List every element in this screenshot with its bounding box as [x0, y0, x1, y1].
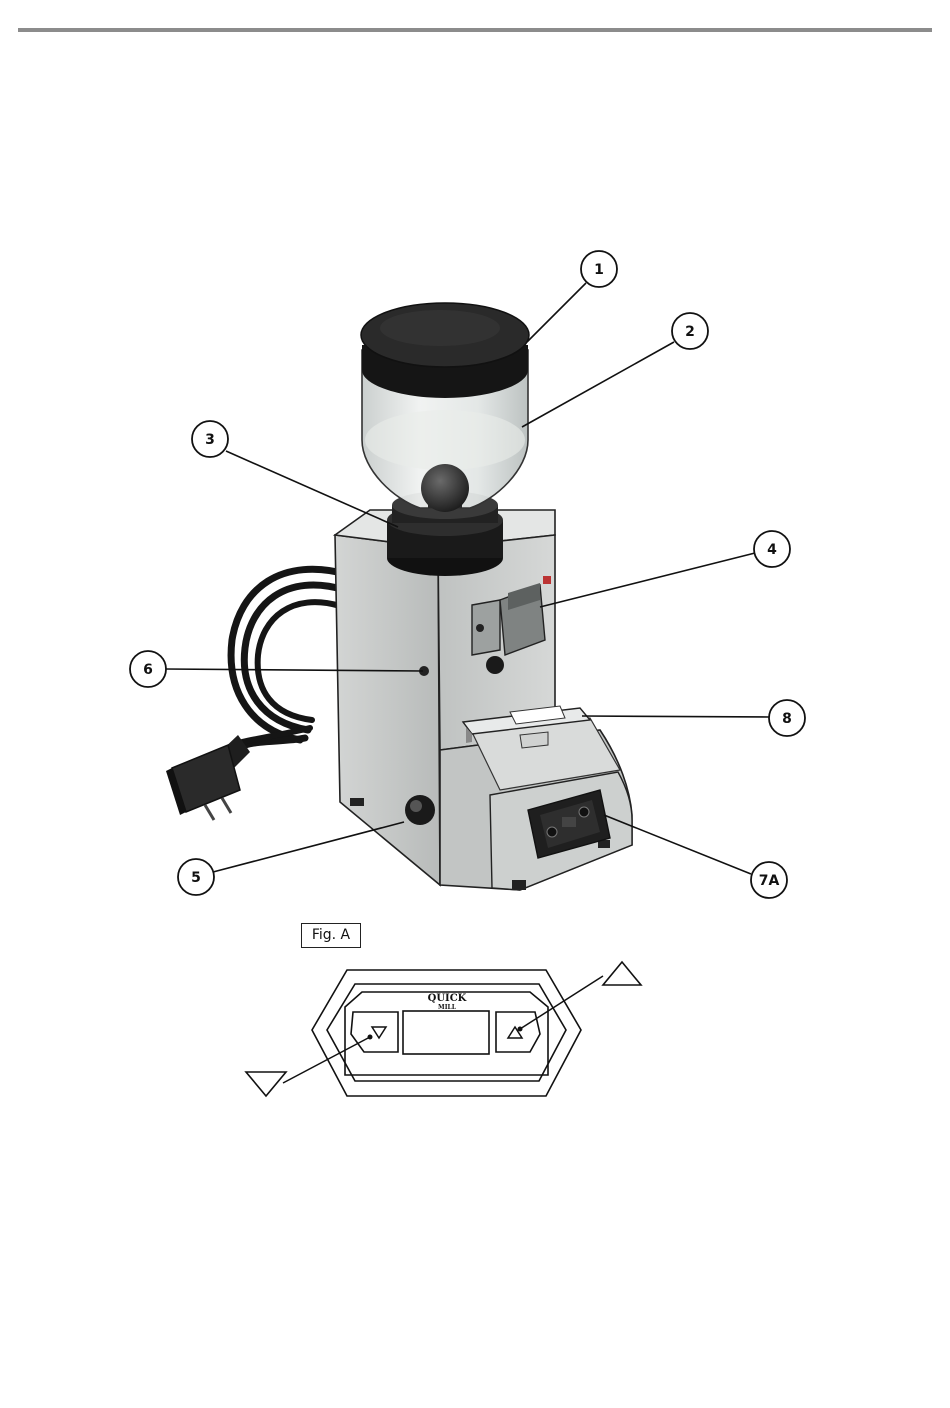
svg-text:5: 5	[191, 870, 201, 886]
callout-8: 8	[769, 700, 805, 736]
callout-1: 1	[581, 251, 617, 287]
callout-3: 3	[192, 421, 228, 457]
down-pointer-dot	[368, 1035, 373, 1040]
svg-text:8: 8	[782, 711, 792, 727]
svg-text:6: 6	[143, 662, 153, 678]
plug-icon	[166, 735, 250, 820]
svg-text:7A: 7A	[759, 873, 780, 889]
dose-button-icon	[486, 656, 504, 674]
callout-6: 6	[130, 651, 166, 687]
callout-2: 2	[672, 313, 708, 349]
down-pointer-line	[283, 1037, 370, 1083]
panel-logo: QUICK MILL	[428, 993, 467, 1011]
panel-detail	[312, 970, 581, 1096]
svg-text:2: 2	[685, 324, 695, 340]
callout-4: 4	[754, 531, 790, 567]
callout-7a: 7A	[751, 862, 787, 898]
up-pointer-dot	[518, 1027, 523, 1032]
callout-5: 5	[178, 859, 214, 895]
svg-text:1: 1	[594, 262, 604, 278]
svg-text:MILL: MILL	[438, 1004, 457, 1011]
figure-caption: Fig. A	[301, 923, 361, 948]
svg-text:4: 4	[767, 542, 777, 558]
triangle-up-icon	[603, 962, 641, 985]
main-switch-icon	[405, 795, 435, 825]
svg-text:QUICK: QUICK	[428, 993, 467, 1004]
triangle-down-icon	[246, 1072, 286, 1096]
power-cable	[231, 569, 350, 745]
svg-text:3: 3	[205, 432, 215, 448]
